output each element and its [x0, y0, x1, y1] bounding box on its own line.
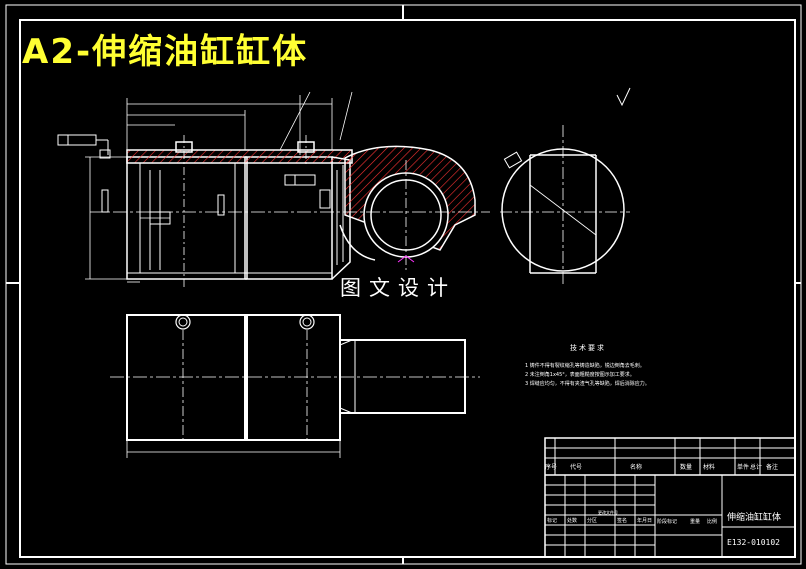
- dimension-lines: [85, 91, 353, 283]
- tb-stage-label: 重量: [690, 519, 701, 525]
- tb-part-name: 伸缩油缸缸体: [727, 513, 782, 523]
- tb-sign-label: 处数: [567, 518, 578, 524]
- watermark-text: 图文设计: [340, 276, 456, 300]
- tech-requirements-heading: 技术要求: [570, 344, 606, 352]
- tb-sign-label: 年月日: [637, 518, 653, 524]
- tolerance-frames: [57, 134, 331, 209]
- tb-col-label: 备注: [766, 464, 779, 471]
- front-section-view: [101, 135, 353, 290]
- roughness-symbol: [616, 87, 631, 107]
- tb-col-label: 材料: [703, 464, 716, 471]
- tech-note: 1 铸件不得有裂纹缩孔等铸造缺陷，锐边倒角去毛刺。: [525, 363, 645, 369]
- tb-sign-label: 分区: [587, 518, 598, 524]
- centering-marks: [6, 5, 801, 564]
- drawing-title-banner: A2-伸缩油缸缸体: [22, 32, 309, 72]
- eye-end-section: [339, 145, 476, 261]
- tb-sign-label: 更改文件号: [598, 510, 618, 515]
- tb-col-label: 代号: [570, 464, 583, 471]
- title-block: [544, 437, 796, 558]
- center-marker: [397, 255, 415, 263]
- tech-note: 2 未注倒角1x45°，表面粗糙度按图示加工要求。: [525, 372, 635, 378]
- bottom-view: [110, 314, 480, 458]
- tb-stage-label: 比例: [707, 519, 718, 525]
- tb-col-label: 数量: [680, 464, 693, 471]
- tb-stage-label: 阶段标记: [657, 519, 678, 525]
- drawing-frame: [19, 19, 796, 558]
- tb-col-label: 名称: [630, 464, 643, 471]
- side-view: [500, 125, 630, 285]
- tb-sign-label: 签名: [617, 518, 628, 524]
- tb-col-label: 总计: [750, 464, 763, 471]
- tb-col-label: 单件: [737, 464, 750, 471]
- tb-drawing-number: E132-010102: [727, 538, 780, 547]
- tb-col-label: 序号: [545, 464, 558, 471]
- tech-note: 3 焊缝应均匀，不得有夹渣气孔等缺陷，焊后消除应力。: [525, 381, 650, 387]
- tb-sign-label: 标记: [547, 518, 558, 524]
